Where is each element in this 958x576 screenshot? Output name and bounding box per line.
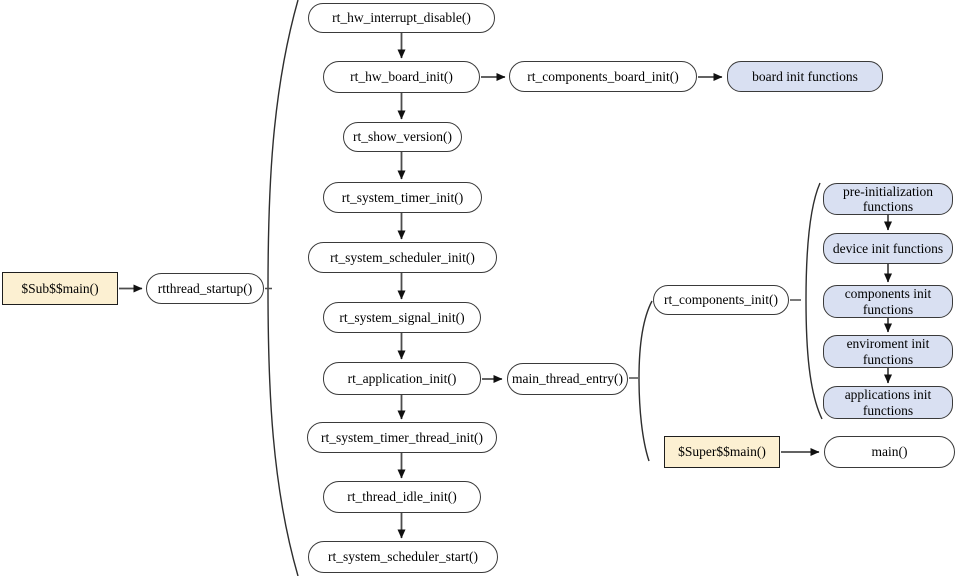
node-pre-initialization-functions: pre-initialization functions bbox=[823, 183, 953, 215]
node-rt-system-signal-init: rt_system_signal_init() bbox=[323, 302, 481, 333]
node-main: main() bbox=[824, 436, 955, 468]
node-device-init-functions: device init functions bbox=[823, 233, 953, 264]
node-rt-application-init: rt_application_init() bbox=[323, 362, 481, 395]
bracket-main-thread-entry-group bbox=[638, 300, 653, 462]
bracket-rtthread-startup-group bbox=[267, 0, 299, 576]
bracket-components-init-group bbox=[805, 182, 823, 420]
node-applications-init-functions: applications init functions bbox=[823, 386, 953, 419]
node-sub-main: $Sub$$main() bbox=[2, 272, 118, 305]
node-components-init-functions: components init functions bbox=[823, 285, 953, 318]
node-rt-components-init: rt_components_init() bbox=[653, 285, 789, 315]
node-rt-system-timer-init: rt_system_timer_init() bbox=[323, 182, 482, 213]
node-rt-components-board-init: rt_components_board_init() bbox=[509, 61, 697, 92]
node-rt-thread-idle-init: rt_thread_idle_init() bbox=[323, 481, 481, 513]
node-rt-system-scheduler-start: rt_system_scheduler_start() bbox=[308, 541, 498, 573]
node-super-main: $Super$$main() bbox=[664, 436, 780, 468]
node-rtthread-startup: rtthread_startup() bbox=[146, 273, 264, 304]
node-board-init-functions: board init functions bbox=[727, 61, 883, 92]
node-main-thread-entry: main_thread_entry() bbox=[507, 363, 628, 395]
node-rt-system-timer-thread-init: rt_system_timer_thread_init() bbox=[307, 422, 497, 453]
node-rt-hw-board-init: rt_hw_board_init() bbox=[323, 61, 480, 93]
node-rt-show-version: rt_show_version() bbox=[343, 122, 462, 152]
node-rt-hw-interrupt-disable: rt_hw_interrupt_disable() bbox=[308, 3, 495, 33]
node-rt-system-scheduler-init: rt_system_scheduler_init() bbox=[308, 242, 497, 273]
node-enviroment-init-functions: enviroment init functions bbox=[823, 335, 953, 368]
